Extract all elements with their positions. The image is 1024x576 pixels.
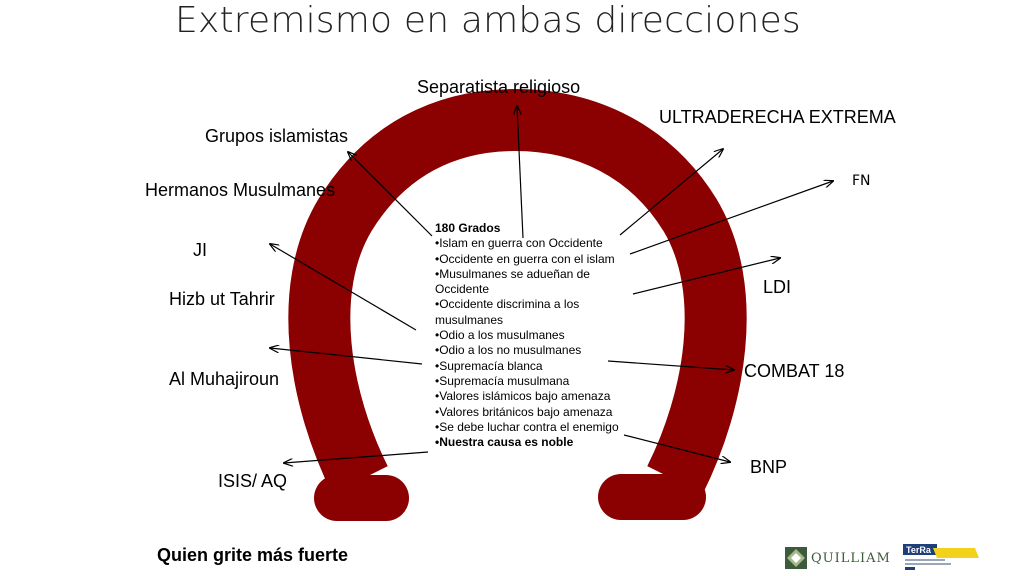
label-hizb-ut-tahrir: Hizb ut Tahrir <box>169 289 275 309</box>
label-ji: JI <box>193 240 208 260</box>
label-isis-aq: ISIS/ AQ <box>218 471 288 491</box>
arrow-fn <box>629 181 833 255</box>
label-combat-18: COMBAT 18 <box>744 361 845 381</box>
center-item: •Supremacía blanca <box>435 358 543 373</box>
quilliam-wordmark: QUILLIAM <box>811 550 891 566</box>
center-item: •Supremacía musulmana <box>435 373 570 388</box>
label-grupos-islamistas: Grupos islamistas <box>205 126 349 146</box>
center-item: •Odio a los musulmanes <box>435 328 565 343</box>
arrow-ji <box>270 244 417 331</box>
arrow-isis <box>284 451 429 463</box>
center-item: •Se debe luchar contra el enemigo <box>435 419 619 434</box>
center-item: •Odio a los no musulmanes <box>435 343 582 358</box>
slide-title: Extremismo en ambas direcciones <box>175 0 801 41</box>
center-item: •Occidente discrimina a los musulmanes <box>435 297 580 327</box>
label-separatista-religioso: Separatista religioso <box>417 77 581 97</box>
center-item: •Musulmanes se adueñan de Occidente <box>435 266 590 297</box>
center-item: •Islam en guerra con Occidente <box>435 236 603 251</box>
quilliam-mark-icon <box>785 547 807 569</box>
label-bnp: BNP <box>750 457 788 477</box>
label-al-muhajiroun: Al Muhajiroun <box>169 369 280 389</box>
quilliam-logo: QUILLIAM <box>785 545 891 571</box>
center-list: 180 Grados •Islam en guerra con Occident… <box>435 221 635 450</box>
center-heading: 180 Grados <box>435 221 501 235</box>
center-item: •Occidente en guerra con el islam <box>435 251 615 266</box>
terra-wordmark: TerRa <box>906 545 932 555</box>
horseshoe-shape <box>288 88 747 494</box>
center-item: •Valores británicos bajo amenaza <box>435 404 613 419</box>
label-ultraderecha-extrema: ULTRADERECHA EXTREMA <box>659 107 896 127</box>
label-fn: FN <box>852 173 871 189</box>
horseshoe-right-foot <box>598 474 706 520</box>
footer-text: Quien grite más fuerte <box>157 545 349 565</box>
arrow-ldi <box>632 258 780 295</box>
arrow-combat18 <box>607 360 734 370</box>
label-hermanos-musulmanes: Hermanos Musulmanes <box>145 180 336 200</box>
label-ldi: LDI <box>763 277 792 297</box>
horseshoe-left-foot <box>314 475 409 521</box>
arrow-ultraderecha <box>619 149 723 236</box>
arrow-bnp <box>623 434 730 462</box>
arrow-al-muhajiroun <box>270 348 423 365</box>
terra-logo: TerRa <box>903 544 979 570</box>
arrow-separatista <box>517 106 524 239</box>
center-item: •Nuestra causa es noble <box>435 435 574 450</box>
center-item: •Valores islámicos bajo amenaza <box>435 389 611 404</box>
arrow-grupos-islamistas <box>348 152 433 237</box>
